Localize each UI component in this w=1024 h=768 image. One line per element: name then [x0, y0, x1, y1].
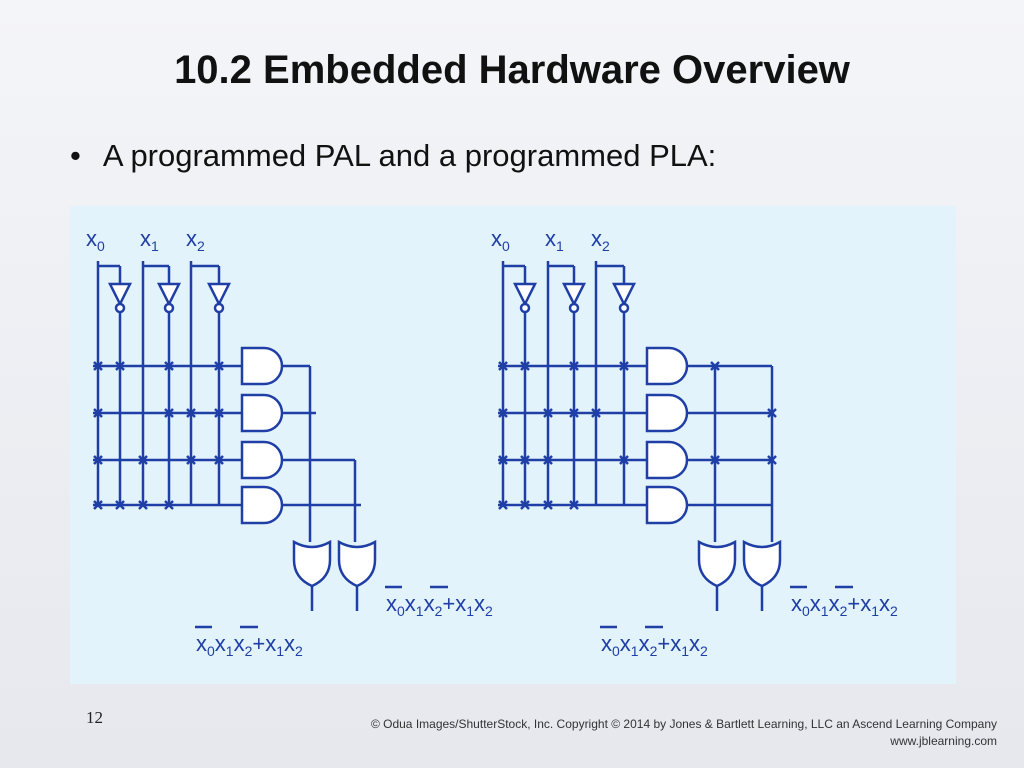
input-label: x2 [186, 226, 205, 254]
fuse-connection-mark [93, 500, 103, 510]
fuse-connection-mark [93, 455, 103, 465]
fuse-connection-mark [543, 408, 553, 418]
diagram-panel: x0 x1 x2 x0x1x2+x1x2 x0x1x2+x1x2 x0 x1 x2 x0x1x2… [70, 206, 956, 684]
or-gate [742, 539, 782, 588]
or-gate [337, 539, 377, 588]
inverter-bubble [213, 302, 225, 314]
fuse-connection-mark [710, 455, 720, 465]
not-gate [107, 282, 133, 307]
fuse-connection-mark [115, 500, 125, 510]
input-label: x0 [491, 226, 510, 254]
bullet-text: A programmed PAL and a programmed PLA: [102, 138, 717, 173]
fuse-connection-mark [93, 408, 103, 418]
and-gate [240, 393, 284, 433]
fuse-connection-mark [498, 408, 508, 418]
inverter-bubble [568, 302, 580, 314]
fuse-connection-mark [569, 408, 579, 418]
fuse-connection-mark [520, 455, 530, 465]
input-label: x2 [591, 226, 610, 254]
fuse-connection-mark [214, 408, 224, 418]
fuse-connection-mark [498, 361, 508, 371]
fuse-connection-mark [710, 361, 720, 371]
bullet-dot: • [70, 138, 81, 173]
inverter-bubble [114, 302, 126, 314]
fuse-connection-mark [591, 408, 601, 418]
copyright-notice: © Odua Images/ShutterStock, Inc. Copyrig… [371, 716, 997, 750]
and-gate [645, 346, 689, 386]
fuse-connection-mark [93, 361, 103, 371]
fuse-connection-mark [569, 500, 579, 510]
not-gate [512, 282, 538, 307]
inverter-bubble [163, 302, 175, 314]
output-expression: x0x1x2+x1x2 [386, 591, 493, 619]
and-gate [240, 485, 284, 525]
bullet-item: • A programmed PAL and a programmed PLA: [70, 138, 716, 174]
fuse-connection-mark [115, 361, 125, 371]
input-label: x1 [545, 226, 564, 254]
fuse-connection-mark [164, 361, 174, 371]
fuse-connection-mark [186, 408, 196, 418]
output-expression: x0x1x2+x1x2 [791, 591, 898, 619]
and-gate [645, 485, 689, 525]
not-gate [206, 282, 232, 307]
fuse-connection-mark [619, 455, 629, 465]
fuse-connection-mark [186, 455, 196, 465]
and-gate [645, 393, 689, 433]
copyright-line: © Odua Images/ShutterStock, Inc. Copyrig… [370, 717, 997, 731]
and-gate [645, 440, 689, 480]
fuse-connection-mark [164, 408, 174, 418]
input-label: x0 [86, 226, 105, 254]
fuse-connection-mark [619, 361, 629, 371]
fuse-connection-mark [520, 500, 530, 510]
output-expression: x0x1x2+x1x2 [601, 631, 708, 659]
fuse-connection-mark [498, 500, 508, 510]
fuse-connection-mark [138, 500, 148, 510]
not-gate [561, 282, 587, 307]
or-gate [292, 539, 332, 588]
fuse-connection-mark [520, 361, 530, 371]
or-gate [697, 539, 737, 588]
fuse-connection-mark [543, 455, 553, 465]
output-expression: x0x1x2+x1x2 [196, 631, 303, 659]
pal-pla-diagram: x0 x1 x2 x0x1x2+x1x2 x0x1x2+x1x2 x0 x1 x2 x0x1x2… [86, 226, 898, 659]
fuse-connection-mark [767, 455, 777, 465]
fuse-connection-mark [164, 500, 174, 510]
fuse-connection-mark [767, 408, 777, 418]
fuse-connection-mark [214, 455, 224, 465]
slide-number: 12 [86, 708, 103, 727]
not-gate [611, 282, 637, 307]
slide-title: 10.2 Embedded Hardware Overview [174, 48, 850, 92]
fuse-connection-mark [214, 361, 224, 371]
inverter-bubble [618, 302, 630, 314]
and-gate [240, 440, 284, 480]
fuse-connection-mark [569, 361, 579, 371]
and-gate [240, 346, 284, 386]
website-link: www.jblearning.com [890, 734, 997, 748]
input-label: x1 [140, 226, 159, 254]
fuse-connection-mark [543, 500, 553, 510]
not-gate [156, 282, 182, 307]
inverter-bubble [519, 302, 531, 314]
fuse-connection-mark [138, 455, 148, 465]
fuse-connection-mark [498, 455, 508, 465]
